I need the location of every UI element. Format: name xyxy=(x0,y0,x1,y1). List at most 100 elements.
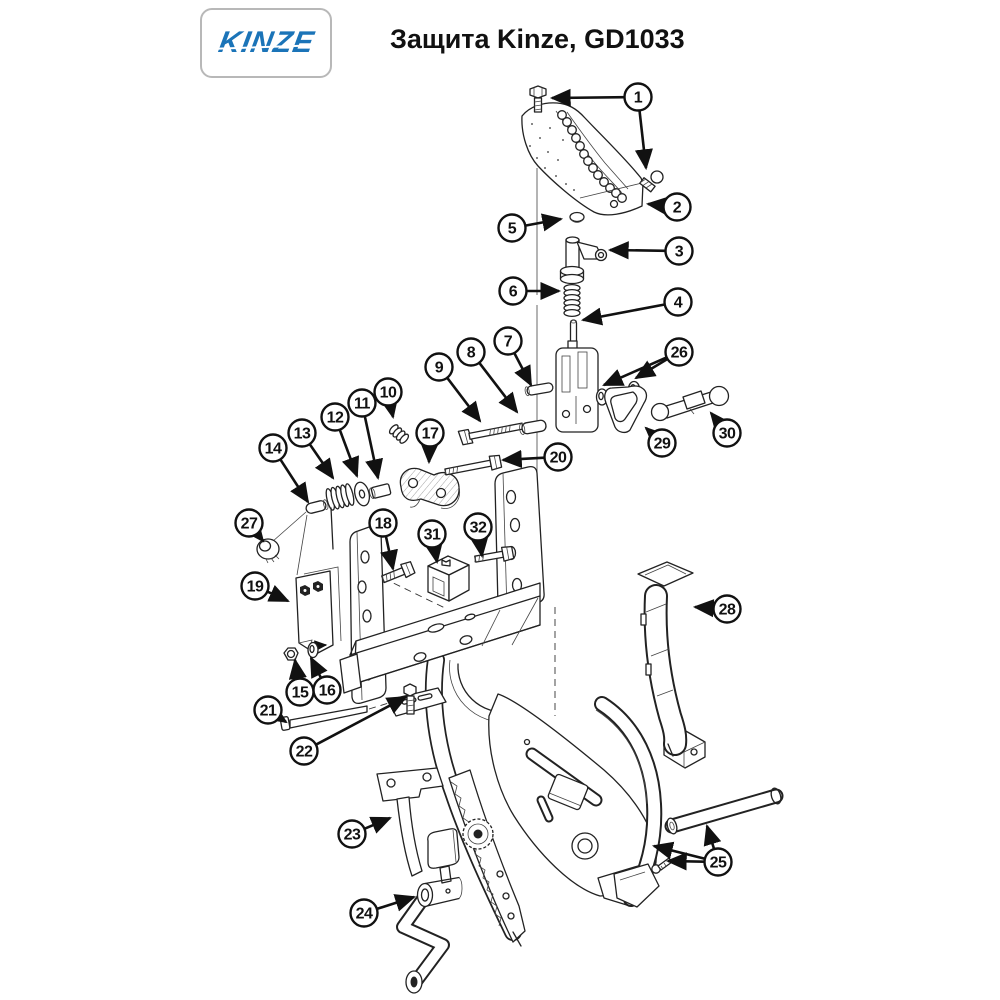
callout-circle-12 xyxy=(320,402,350,432)
callout-3: 3 xyxy=(607,236,694,266)
part-spring-6 xyxy=(563,283,581,318)
callout-arrow-26 xyxy=(602,356,668,387)
callout-8: 8 xyxy=(456,337,519,414)
callout-circle-6 xyxy=(498,276,528,306)
part-stud-2 xyxy=(639,170,664,193)
callout-arrow-27 xyxy=(244,520,265,543)
callout-24: 24 xyxy=(349,894,416,928)
callout-circle-18 xyxy=(368,508,398,538)
callout-arrow-21 xyxy=(265,704,288,724)
callout-9: 9 xyxy=(424,352,482,423)
callout-circle-27 xyxy=(234,508,264,538)
callout-number-5: 5 xyxy=(508,221,517,238)
part-frame-weldment xyxy=(339,465,545,705)
callout-circle-5 xyxy=(497,213,527,243)
callout-number-8: 8 xyxy=(467,345,476,362)
callout-2: 2 xyxy=(645,192,692,222)
part-cap-5 xyxy=(569,211,585,223)
part-bushing-11 xyxy=(369,483,392,499)
callout-circle-3 xyxy=(664,236,694,266)
callout-20: 20 xyxy=(500,442,573,472)
part-support-bracket xyxy=(376,767,444,877)
callout-arrow-5 xyxy=(525,213,564,232)
callout-18: 18 xyxy=(368,508,398,572)
part-bolt-32 xyxy=(474,545,515,563)
part-clip-31 xyxy=(427,555,470,602)
callout-arrow-10 xyxy=(380,396,399,420)
callout-number-6: 6 xyxy=(509,284,518,301)
callout-number-16: 16 xyxy=(319,683,336,700)
callout-10: 10 xyxy=(373,377,403,420)
callout-arrow-28 xyxy=(692,599,715,618)
callout-number-7: 7 xyxy=(504,334,513,351)
callout-circle-31 xyxy=(417,519,447,549)
callout-circle-4 xyxy=(663,287,693,317)
callout-26: 26 xyxy=(602,337,694,387)
callout-circle-22 xyxy=(289,736,319,766)
part-guard xyxy=(521,102,644,216)
callout-number-15: 15 xyxy=(292,685,309,702)
callout-15: 15 xyxy=(285,657,315,707)
callout-arrow-1 xyxy=(634,110,653,171)
callout-circle-8 xyxy=(456,337,486,367)
callout-circle-17 xyxy=(415,418,445,448)
callout-32: 32 xyxy=(463,512,493,559)
callout-31: 31 xyxy=(417,519,447,565)
page-title: Защита Kinze, GD1033 xyxy=(390,24,685,54)
callout-arrow-12 xyxy=(338,429,359,478)
callout-arrow-31 xyxy=(424,541,443,565)
part-bracket-3 xyxy=(559,236,608,285)
part-cylinder-14 xyxy=(305,499,329,514)
part-crank-arm xyxy=(396,828,463,994)
part-washer-16 xyxy=(307,641,319,659)
callout-arrow-1 xyxy=(549,88,625,107)
callout-circle-29 xyxy=(647,428,677,458)
callout-number-31: 31 xyxy=(424,527,441,544)
callout-13: 13 xyxy=(287,418,335,480)
callout-21: 21 xyxy=(253,695,288,725)
callout-circle-9 xyxy=(424,352,454,382)
callout-12: 12 xyxy=(320,402,359,478)
callout-circle-11 xyxy=(347,388,377,418)
callout-number-13: 13 xyxy=(294,426,311,443)
callout-14: 14 xyxy=(258,433,310,504)
callout-arrow-7 xyxy=(513,352,533,387)
callout-arrow-32 xyxy=(470,536,489,559)
part-slotted-plate-29 xyxy=(603,385,648,434)
callout-circle-28 xyxy=(712,594,742,624)
callout-number-10: 10 xyxy=(380,385,397,402)
callout-circle-2 xyxy=(662,192,692,222)
callout-arrow-3 xyxy=(607,241,666,260)
callout-arrow-8 xyxy=(478,361,519,414)
callout-arrow-24 xyxy=(376,894,416,912)
callout-30: 30 xyxy=(709,411,742,448)
callout-number-24: 24 xyxy=(356,906,373,923)
callout-number-25: 25 xyxy=(710,855,727,872)
callout-circle-14 xyxy=(258,433,288,463)
part-bolt-9 xyxy=(457,422,524,446)
callout-7: 7 xyxy=(493,326,533,387)
callout-number-20: 20 xyxy=(550,450,567,467)
callout-number-28: 28 xyxy=(719,602,736,619)
part-bolt-20 xyxy=(444,454,503,476)
callout-circle-19 xyxy=(240,571,270,601)
callout-arrow-25 xyxy=(703,824,722,850)
callout-number-27: 27 xyxy=(241,516,258,533)
part-frame-edge xyxy=(594,696,663,908)
callout-arrow-18 xyxy=(380,535,398,572)
callout-circle-21 xyxy=(253,695,283,725)
callout-27: 27 xyxy=(234,508,265,543)
part-bolt-18 xyxy=(381,561,416,584)
part-bolt-22 xyxy=(403,683,417,715)
callout-arrow-11 xyxy=(363,415,383,481)
callout-19: 19 xyxy=(240,571,290,603)
callout-circle-24 xyxy=(349,898,379,928)
callout-1: 1 xyxy=(549,82,653,171)
callout-number-1: 1 xyxy=(634,90,643,107)
callout-arrow-2 xyxy=(645,196,668,215)
callout-number-18: 18 xyxy=(375,516,392,533)
callout-arrow-20 xyxy=(500,449,545,469)
callout-circle-1 xyxy=(623,82,653,112)
callout-22: 22 xyxy=(289,695,408,766)
